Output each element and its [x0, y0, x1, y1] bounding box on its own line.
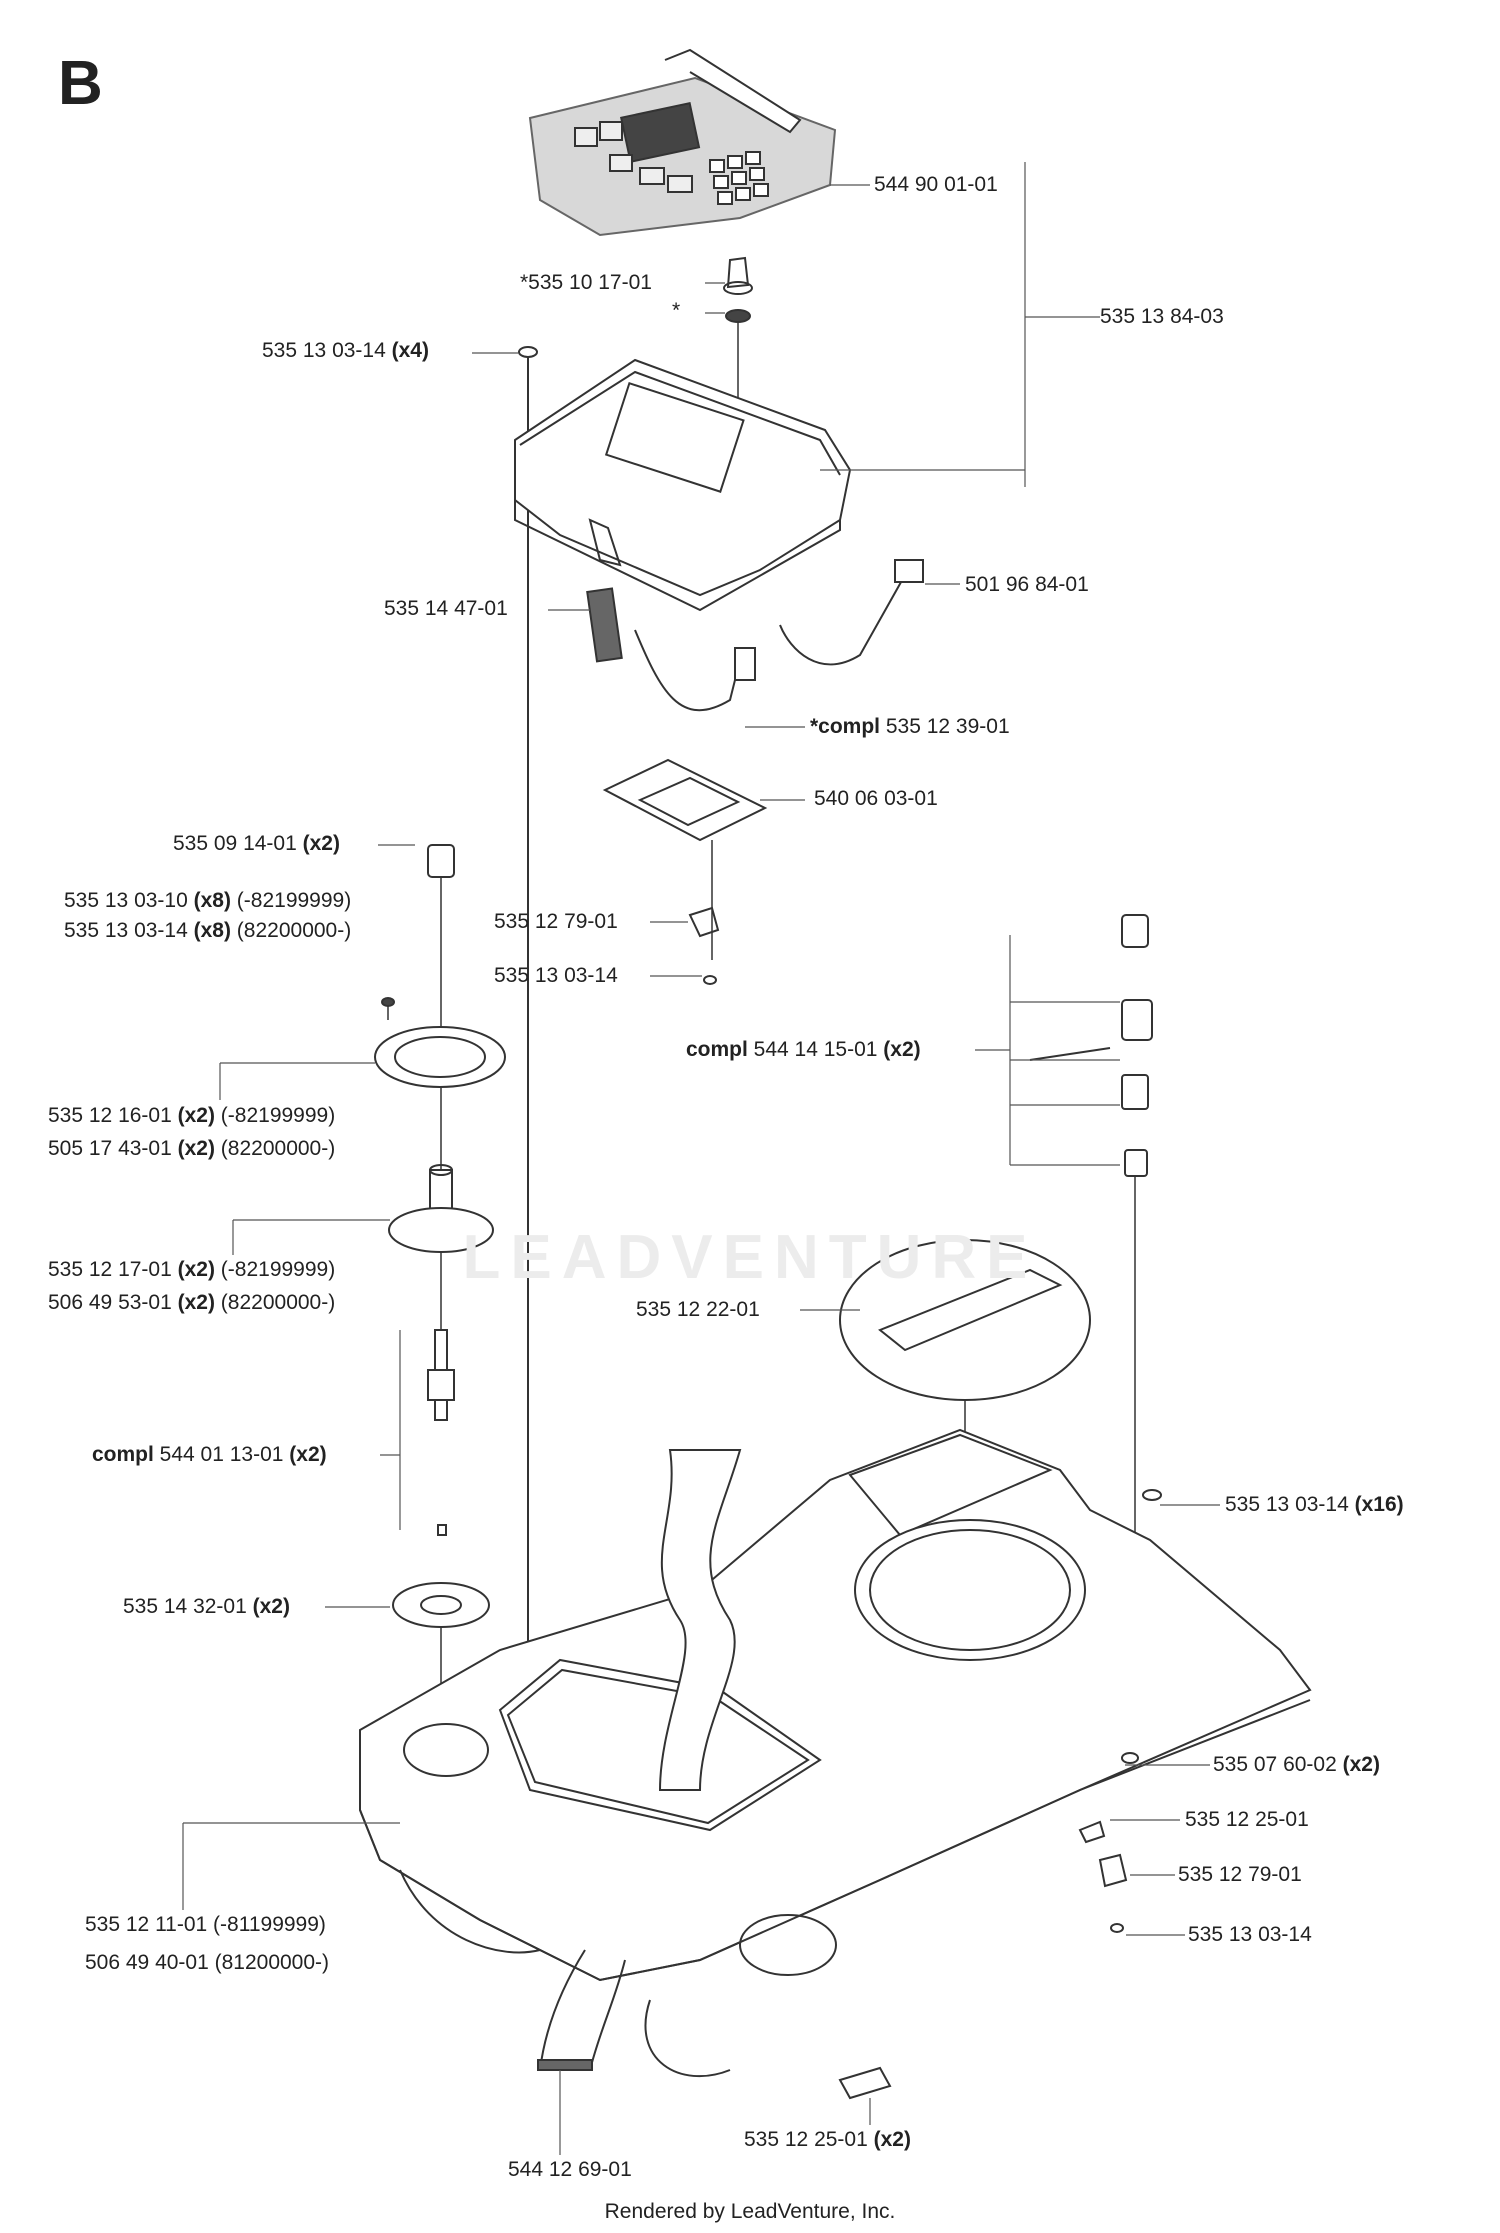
section-letter: B [58, 49, 103, 118]
callout-535-10-17-01: *535 10 17-01 [520, 271, 652, 294]
callout-535-12-25-01: 535 12 25-01 [1185, 1808, 1309, 1831]
callout-535-13-03-14-x4: 535 13 03-14 (x4) [262, 339, 429, 362]
circuit-board [602, 758, 768, 960]
callout-506-49-40-01: 506 49 40-01 (81200000-) [85, 1951, 330, 1974]
wire [399, 1869, 541, 1954]
callout-compl-535-12-39-01: *compl 535 12 39-01 [810, 715, 1010, 738]
callout-compl-544-01-13-01: compl 544 01 13-01 (x2) [92, 1443, 327, 1466]
callout-535-12-17-01: 535 12 17-01 (x2) (-82199999) [48, 1258, 336, 1281]
callout-544-90-01-01: 544 90 01-01 [874, 173, 998, 196]
callout-535-13-03-14-mid: 535 13 03-14 [494, 964, 618, 987]
callout-540-06-03-01: 540 06 03-01 [814, 787, 938, 810]
small-plate [1078, 1820, 1106, 1844]
screw [518, 346, 538, 358]
callout-535-12-22-01: 535 12 22-01 [636, 1298, 760, 1321]
guide-plate [388, 1164, 494, 1253]
housing-cover [514, 358, 852, 612]
callout-asterisk: * [672, 299, 681, 322]
callout-535-13-03-14-x16: 535 13 03-14 (x16) [1225, 1493, 1404, 1516]
callout-506-49-53-01: 506 49 53-01 (x2) (82200000-) [48, 1291, 336, 1314]
bushing [427, 844, 455, 1330]
wire-harness [586, 559, 924, 712]
small-clip [1098, 1853, 1128, 1888]
callout-535-14-47-01: 535 14 47-01 [384, 597, 508, 620]
callout-535-13-84-03: 535 13 84-03 [1100, 305, 1224, 328]
small-plate-2 [838, 2066, 892, 2100]
cup-bushing [392, 1582, 490, 1760]
callout-535-12-25-01-x2: 535 12 25-01 (x2) [744, 2128, 911, 2151]
callout-544-12-69-01: 544 12 69-01 [508, 2158, 632, 2181]
footer-credit: Rendered by LeadVenture, Inc. [604, 2200, 896, 2223]
callout-505-17-43-01: 505 17 43-01 (x2) (82200000-) [48, 1137, 336, 1160]
callout-535-12-79-01-mid: 535 12 79-01 [494, 910, 618, 933]
callout-535-07-60-02: 535 07 60-02 (x2) [1213, 1753, 1380, 1776]
watermark: LEADVENTURE [462, 1223, 1038, 1292]
seal-ring [374, 1026, 506, 1088]
spring-bolt [427, 1329, 455, 1536]
callout-compl-544-14-15-01: compl 544 14 15-01 (x2) [686, 1038, 921, 1061]
sleeve-stack [1029, 914, 1153, 1690]
chassis [359, 1428, 1312, 1982]
callout-535-12-79-01-low: 535 12 79-01 [1178, 1863, 1302, 1886]
callout-535-12-16-01: 535 12 16-01 (x2) (-82199999) [48, 1104, 336, 1127]
callout-535-12-11-01: 535 12 11-01 (-81199999) [85, 1913, 326, 1936]
clip [688, 906, 720, 938]
keypad-overlay [528, 48, 837, 237]
callout-535-14-32-01: 535 14 32-01 (x2) [123, 1595, 290, 1618]
callout-535-13-03-14-low: 535 13 03-14 [1188, 1923, 1312, 1946]
callout-535-09-14-01: 535 09 14-01 (x2) [173, 832, 340, 855]
callout-535-13-03-14-x8: 535 13 03-14 (x8) (82200000-) [64, 919, 352, 942]
ribbon-cable [537, 1449, 742, 2071]
callout-535-13-03-10: 535 13 03-10 (x8) (-82199999) [64, 889, 352, 912]
callout-501-96-84-01: 501 96 84-01 [965, 573, 1089, 596]
